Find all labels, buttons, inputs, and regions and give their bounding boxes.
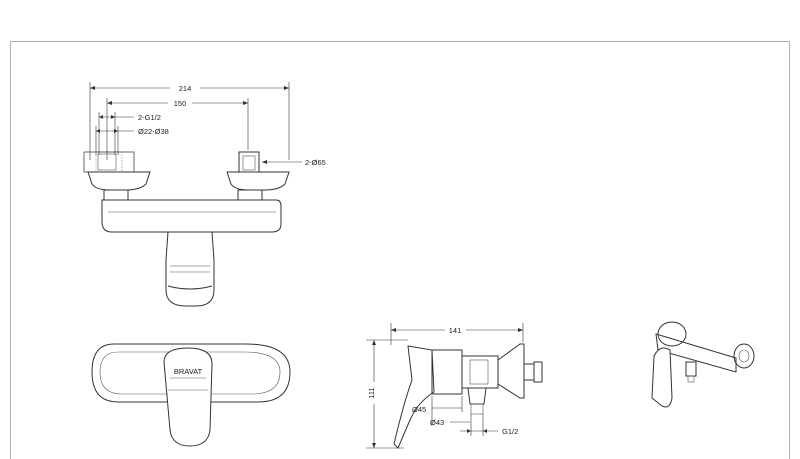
dim-43-label: Ø43 xyxy=(430,418,444,427)
iso-escutcheon-right xyxy=(733,343,755,369)
top-view: BRAVAT xyxy=(91,343,291,447)
mixer-body xyxy=(101,199,282,233)
dim-height: 111 xyxy=(366,339,408,449)
dim-cartridge: Ø45 Ø43 xyxy=(412,396,470,427)
dim-inlet-thread: 2-G1/2 xyxy=(98,112,161,155)
dim-214-label: 214 xyxy=(179,84,192,93)
dim-141-label: 141 xyxy=(449,326,462,335)
dim-150-label: 150 xyxy=(174,99,187,108)
right-inlet xyxy=(226,151,290,201)
dim-outlet-thread: G1/2 xyxy=(460,414,518,436)
iso-outlet xyxy=(685,361,697,377)
side-body xyxy=(461,355,499,389)
dim-65-label: 2-Ø65 xyxy=(305,158,326,167)
dim-depth: 141 xyxy=(390,323,524,345)
dim-centers: 150 xyxy=(106,98,249,160)
dim-escutcheon: 2-Ø65 xyxy=(262,158,326,167)
left-inlet xyxy=(83,151,151,201)
outlet xyxy=(165,231,215,307)
drawing-frame xyxy=(10,41,790,459)
front-view: 214 150 2-G1/2 Ø22-Ø38 xyxy=(83,82,326,307)
bravat-logo: BRAVAT xyxy=(174,367,203,376)
side-lever xyxy=(393,345,435,449)
iso-escutcheon-left xyxy=(657,321,687,347)
dim-eccentric: Ø22-Ø38 xyxy=(95,126,169,155)
dim-g12-label: 2-G1/2 xyxy=(138,113,161,122)
side-view: 141 111 Ø45 Ø43 xyxy=(366,323,543,449)
dim-g12-outlet-label: G1/2 xyxy=(502,427,518,436)
side-cartridge xyxy=(431,349,463,395)
iso-lever xyxy=(651,347,673,408)
dim-111-label: 111 xyxy=(367,387,376,398)
dim-eccentric-label: Ø22-Ø38 xyxy=(138,127,169,136)
side-escutcheon xyxy=(497,343,525,399)
side-outlet xyxy=(467,387,487,405)
dim-45-label: Ø45 xyxy=(412,405,426,414)
dim-overall-width: 214 xyxy=(89,82,290,160)
isometric-view xyxy=(651,321,755,408)
iso-body xyxy=(655,333,737,373)
